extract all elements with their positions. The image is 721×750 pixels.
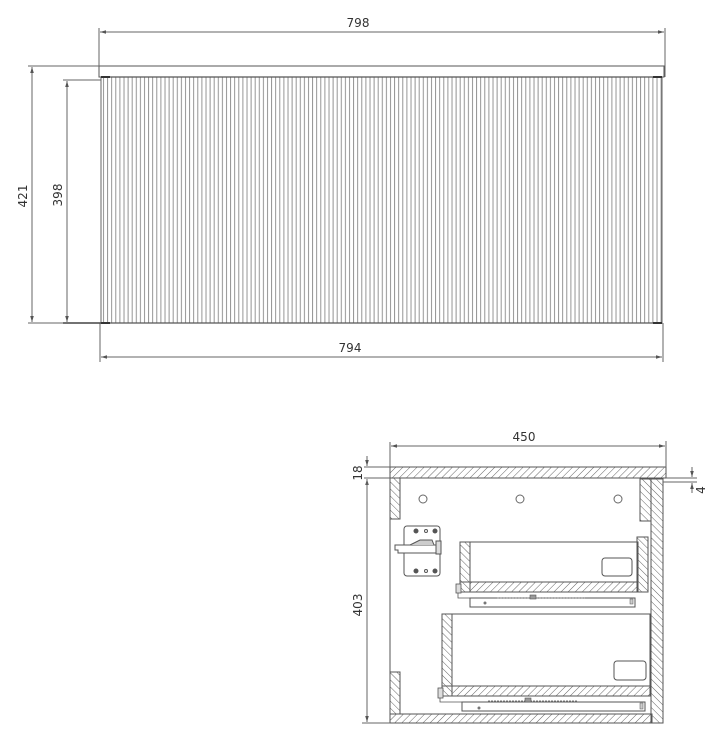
dim-label-398: 398 <box>51 184 65 207</box>
top-board <box>389 466 667 479</box>
section-view: 450 18 403 4 <box>351 430 708 724</box>
front-view: 798 794 421 398 <box>16 16 666 362</box>
bottom-board <box>389 713 653 724</box>
dimension-top-thickness: 18 <box>351 456 390 489</box>
dim-label-18: 18 <box>351 465 365 480</box>
fluted-front-panel <box>100 76 663 324</box>
dimension-depth: 450 <box>389 430 667 467</box>
mounting-hole <box>613 494 623 504</box>
mounting-hole <box>418 494 428 504</box>
dim-label-450: 450 <box>513 430 536 444</box>
dimension-bottom-width: 794 <box>99 323 664 362</box>
dim-label-403: 403 <box>351 594 365 617</box>
lower-drawer <box>437 613 651 712</box>
mounting-hole <box>515 494 525 504</box>
upper-drawer <box>455 536 649 608</box>
dimension-top-width: 798 <box>98 16 666 77</box>
back-panel <box>650 478 664 724</box>
dimension-front-height: 398 <box>51 79 101 324</box>
dim-label-4: 4 <box>694 486 708 494</box>
top-plate <box>98 65 665 78</box>
dim-label-798: 798 <box>347 16 370 30</box>
dim-label-794: 794 <box>339 341 362 355</box>
dimension-back-offset: 4 <box>663 467 708 494</box>
dim-label-421: 421 <box>16 185 30 208</box>
back-rail-top <box>639 478 652 522</box>
dimension-inner-height: 403 <box>351 479 390 724</box>
hinge-bracket <box>394 525 442 577</box>
front-rail-top <box>389 477 401 520</box>
front-rail-bottom <box>389 671 401 715</box>
